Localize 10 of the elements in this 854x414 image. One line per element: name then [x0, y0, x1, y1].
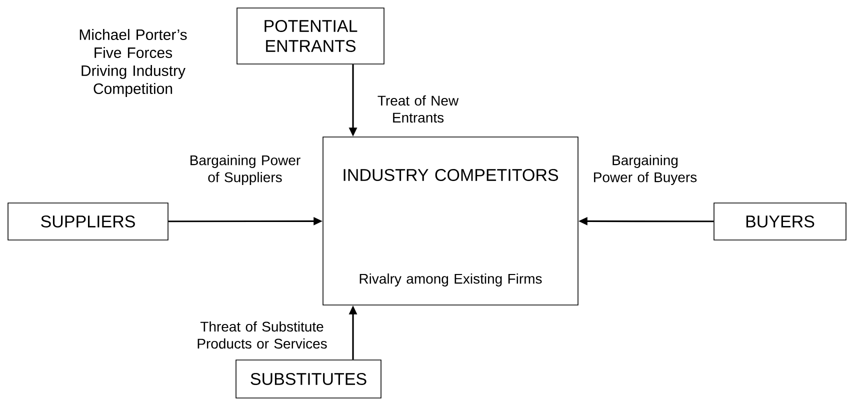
title: Michael Porter’s Five Forces Driving Industry Competition [80, 29, 187, 97]
process-box: SUBSTITUTES [236, 360, 382, 398]
process-box: BUYERS [714, 202, 846, 240]
process-box: POTENTIAL ENTRANTS [236, 8, 384, 64]
process-box: SUPPLIERS [8, 202, 168, 240]
edge-label: Threat of Substitute Products or Services [198, 321, 327, 349]
edge-label: Bargaining Power of Buyers [594, 154, 697, 185]
edge-label: Treat of New Entrants [378, 95, 459, 123]
process-box: INDUSTRY COMPETITORS Rivalry among Existing Firms [322, 136, 578, 306]
edge-label: Bargaining Power of Suppliers [190, 154, 300, 185]
